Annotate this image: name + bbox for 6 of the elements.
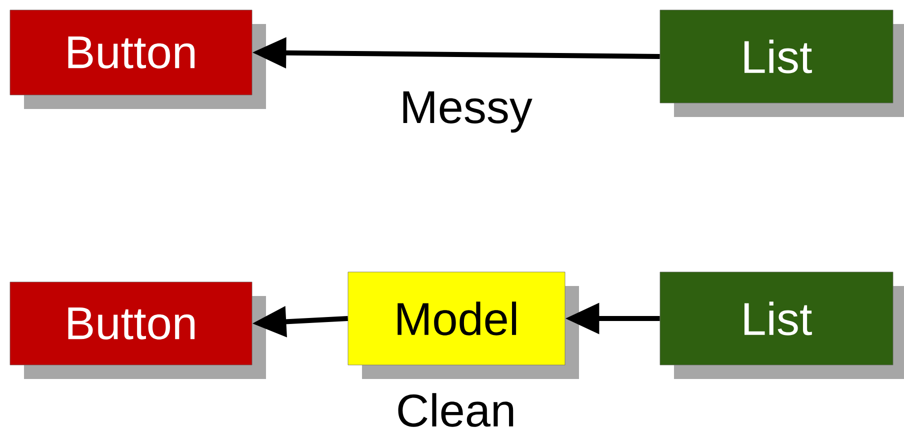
- button-box: Button: [10, 10, 266, 109]
- model-box: Model: [348, 272, 579, 379]
- row-caption: Messy: [403, 91, 532, 133]
- list-box: List: [660, 272, 904, 379]
- button-box: Button: [10, 282, 266, 379]
- list-box: List: [660, 10, 904, 117]
